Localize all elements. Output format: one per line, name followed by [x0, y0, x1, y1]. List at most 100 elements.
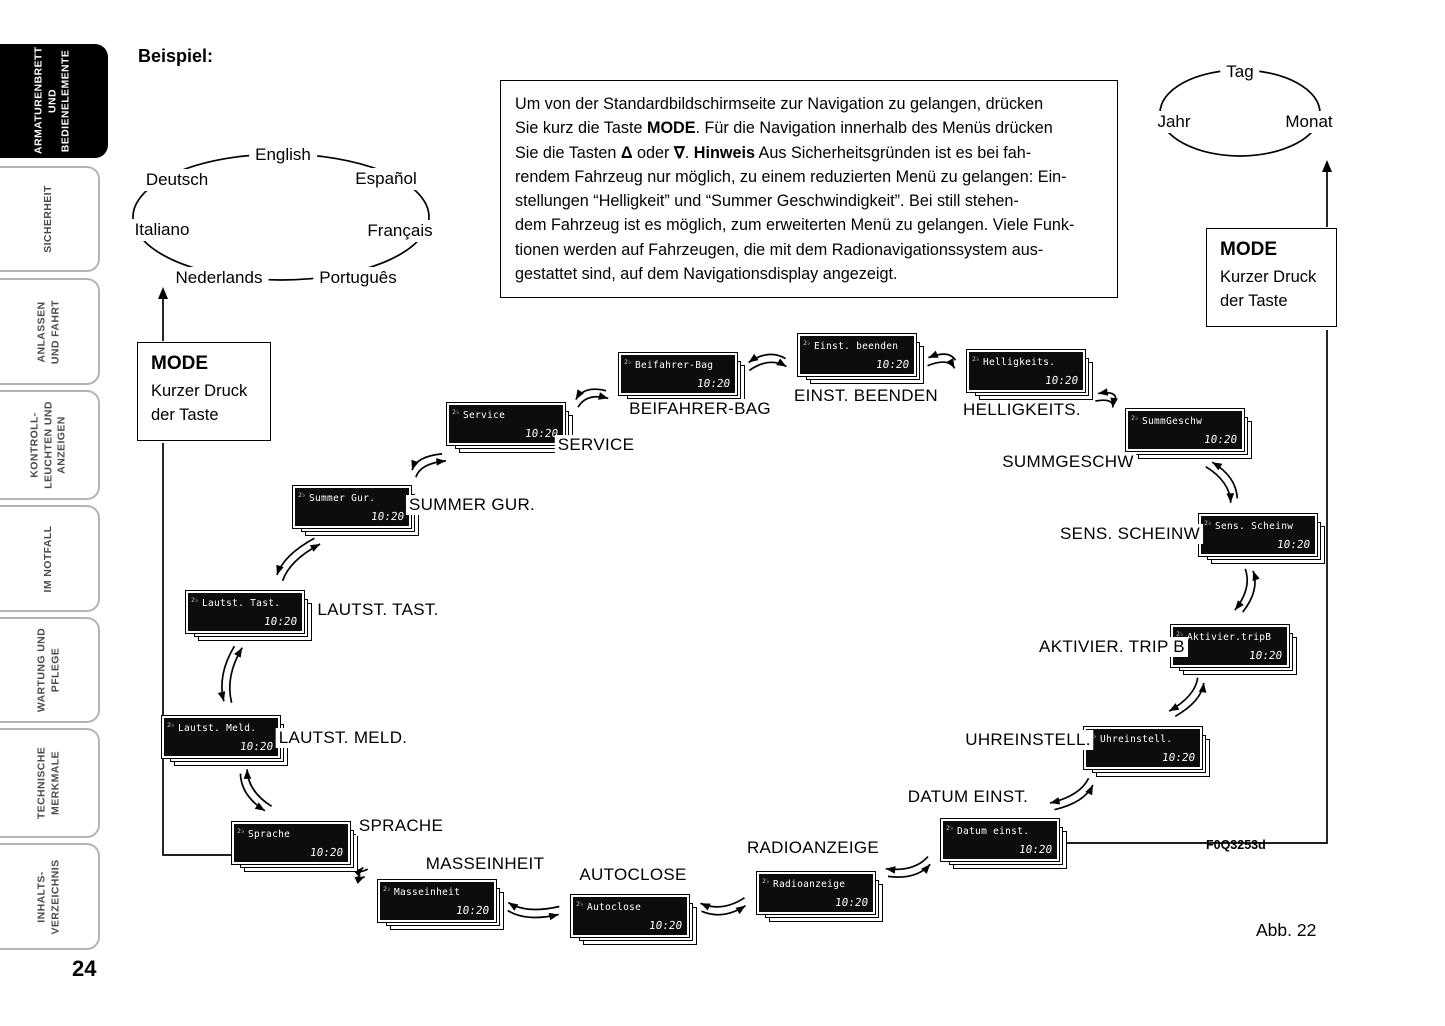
menu-item-label-lautst-meld: LAUTST. MELD. [275, 728, 411, 748]
arrowhead [243, 769, 252, 779]
screen-clock: 10:20 [308, 846, 344, 859]
menu-item-label-summer-gur: SUMMER GUR. [405, 495, 539, 515]
arrowhead [234, 647, 243, 658]
screen-corner-icon: 2♭ [803, 339, 811, 347]
screen-clock: 10:20 [238, 740, 274, 753]
page-number: 24 [72, 956, 97, 981]
screen-clock: 10:20 [523, 427, 559, 440]
screen-corner-icon: 2♭ [191, 596, 199, 604]
language-label-portugu-s: Português [313, 267, 403, 289]
language-label-espa-ol: Español [349, 168, 423, 190]
sidebar-tab-label: INHALTS-VERZEICHNIS [35, 859, 61, 934]
arrow-curve [1054, 784, 1094, 811]
menu-screen-helligkeits: 2♭Helligkeits.10:20 [966, 349, 1086, 393]
arrow-curve [1095, 399, 1114, 408]
screen-corner-icon: 2♭ [1131, 414, 1139, 422]
screen-title: Helligkeits. [983, 357, 1056, 368]
menu-item-label-sens-scheinw: SENS. SCHEINW [1057, 524, 1203, 544]
arrow-curve [1211, 461, 1239, 499]
sidebar-tab-im-notfall: IM NOTFALL [0, 505, 100, 612]
screen-title: Beifahrer-Bag [635, 360, 714, 371]
left-connector-line [162, 443, 245, 856]
arrowhead [1212, 462, 1223, 471]
figure-caption: Abb. 22 [1256, 920, 1317, 940]
arrowhead [1085, 785, 1093, 796]
menu-screen-lautst-meld: 2♭Lautst. Meld.10:20 [161, 715, 281, 759]
arrow-curve [239, 773, 266, 812]
arrowhead [309, 544, 321, 552]
menu-screen-lautst-tast: 2♭Lautst. Tast.10:20 [185, 590, 305, 634]
screen-title: Sprache [248, 829, 291, 840]
arrowhead [254, 802, 265, 811]
arrowhead [598, 392, 609, 400]
screen-title: Lautst. Tast. [202, 598, 281, 609]
menu-item-label-lautst-tast: LAUTST. TAST. [314, 600, 442, 620]
arrowhead [735, 905, 746, 915]
menu-item-label-summgeschw: SUMMGESCHW [999, 452, 1137, 472]
arrowhead [354, 876, 365, 884]
menu-item-label-helligkeits: HELLIGKEITS. [960, 400, 1084, 420]
info-line: rendem Fahrzeug nur möglich, zu einem re… [515, 167, 1067, 186]
menu-item-label-uhreinstell: UHREINSTELL. [962, 730, 1094, 750]
mode-box-line: der Taste [151, 405, 219, 424]
info-line: Sie die Tasten Δ oder ∇. Hinweis Aus Sic… [515, 143, 1032, 162]
screen-corner-icon: 2♭ [576, 900, 584, 908]
date-label-monat: Monat [1279, 111, 1339, 133]
screen-clock: 10:20 [1275, 538, 1311, 551]
arrowhead [575, 389, 584, 400]
menu-screen-datum-einst: 2♭Datum einst.10:20 [940, 818, 1060, 862]
arrowhead [508, 902, 519, 911]
date-label-tag: Tag [1220, 61, 1260, 83]
screen-title: Masseinheit [394, 887, 461, 898]
menu-screen-uhreinstell: 2♭Uhreinstell.10:20 [1083, 726, 1203, 770]
screen-corner-icon: 2♭ [972, 355, 980, 363]
screen-clock: 10:20 [369, 510, 405, 523]
info-line: tionen werden auf Fahrzeugen, die mit de… [515, 240, 1044, 259]
arrowhead [1169, 703, 1180, 712]
menu-item-label-einst-beenden: EINST. BEENDEN [790, 386, 942, 406]
screen-title: Aktivier.tripB [1187, 632, 1272, 643]
menu-item-label-sprache: SPRACHE [355, 816, 447, 836]
screen-corner-icon: 2♭ [452, 408, 460, 416]
arrow-curve [1205, 465, 1232, 503]
menu-item-label-autoclose: AUTOCLOSE [576, 865, 690, 885]
menu-item-label-datum-einst: DATUM EINST. [904, 787, 1032, 807]
screen-clock: 10:20 [833, 896, 869, 909]
screen-corner-icon: 2♭ [624, 358, 632, 366]
arrowhead [276, 564, 284, 575]
sidebar-tab-inhalts-verzeichnis: INHALTS-VERZEICHNIS [0, 843, 100, 950]
arrowhead [700, 903, 711, 911]
menu-cycle-arrows [217, 350, 1260, 921]
right-connector-line [1052, 330, 1328, 844]
arrowhead [411, 459, 419, 471]
arrowhead [353, 867, 364, 877]
arrowhead [946, 358, 955, 369]
arrowhead [776, 358, 787, 367]
screen-title: Lautst. Meld. [178, 723, 257, 734]
screen-corner-icon: 2♭ [762, 877, 770, 885]
arrowhead [1098, 388, 1109, 396]
arrowhead [1234, 600, 1244, 611]
info-line: stellungen “Helligkeit” und “Summer Gesc… [515, 192, 1019, 211]
screen-clock: 10:20 [695, 377, 731, 390]
arrowhead [217, 691, 226, 702]
arrow-curve [276, 537, 315, 576]
screen-corner-icon: 2♭ [298, 491, 306, 499]
screen-title: Radioanzeige [773, 879, 846, 890]
screen-title: Summer Gur. [309, 493, 376, 504]
right-mode-arrowhead [1322, 160, 1332, 172]
screen-title: SummGeschw [1142, 416, 1203, 427]
language-label-english: English [249, 144, 317, 166]
mode-box-line: Kurzer Druck [1220, 268, 1317, 286]
